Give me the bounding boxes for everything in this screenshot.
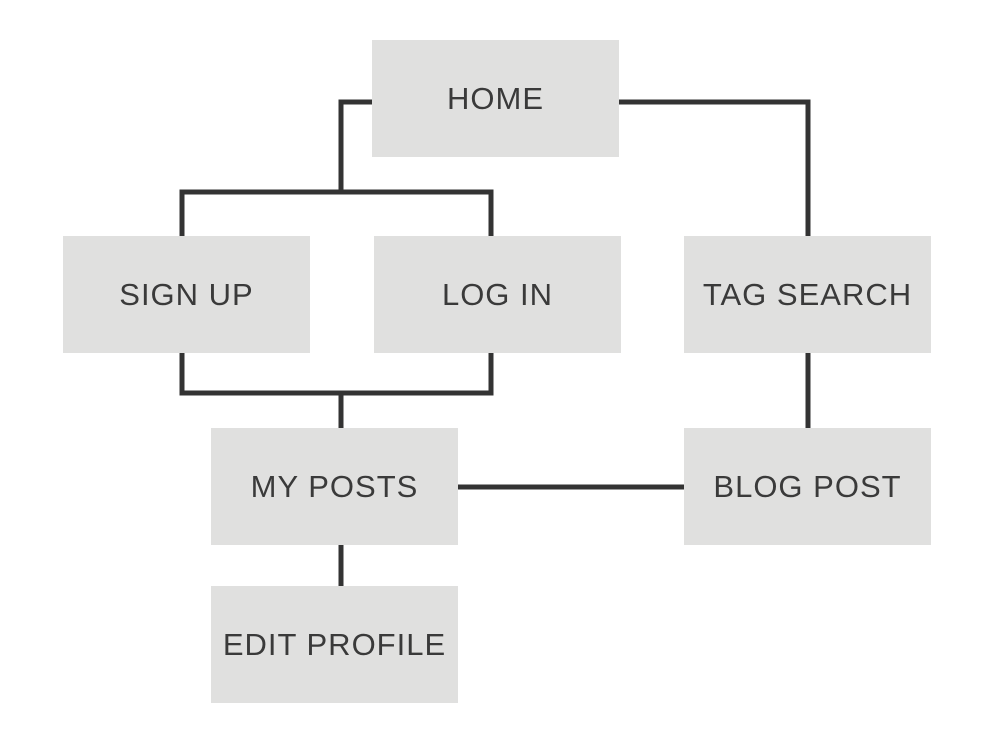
blog-post-label: BLOG POST: [713, 468, 902, 504]
log-in-label: LOG IN: [441, 276, 554, 312]
my-posts-node: MY POSTS: [211, 428, 458, 545]
sign-up-label: SIGN UP: [119, 276, 254, 312]
log-in-node: LOG IN: [374, 236, 621, 353]
sign-up-node: SIGN UP: [63, 236, 310, 353]
home-node: HOME: [372, 40, 619, 157]
tag-search-node: TAG SEARCH: [684, 236, 931, 353]
connector-signup-login-myposts: [179, 353, 494, 428]
home-label: HOME: [447, 80, 544, 116]
edit-profile-label: EDIT PROFILE: [222, 626, 447, 662]
tag-search-label: TAG SEARCH: [702, 276, 913, 312]
edit-profile-node: EDIT PROFILE: [211, 586, 458, 703]
blog-post-node: BLOG POST: [684, 428, 931, 545]
connector-home-signup-login: [179, 99, 494, 236]
connector-home-tagsearch: [619, 99, 811, 236]
my-posts-label: MY POSTS: [250, 468, 419, 504]
